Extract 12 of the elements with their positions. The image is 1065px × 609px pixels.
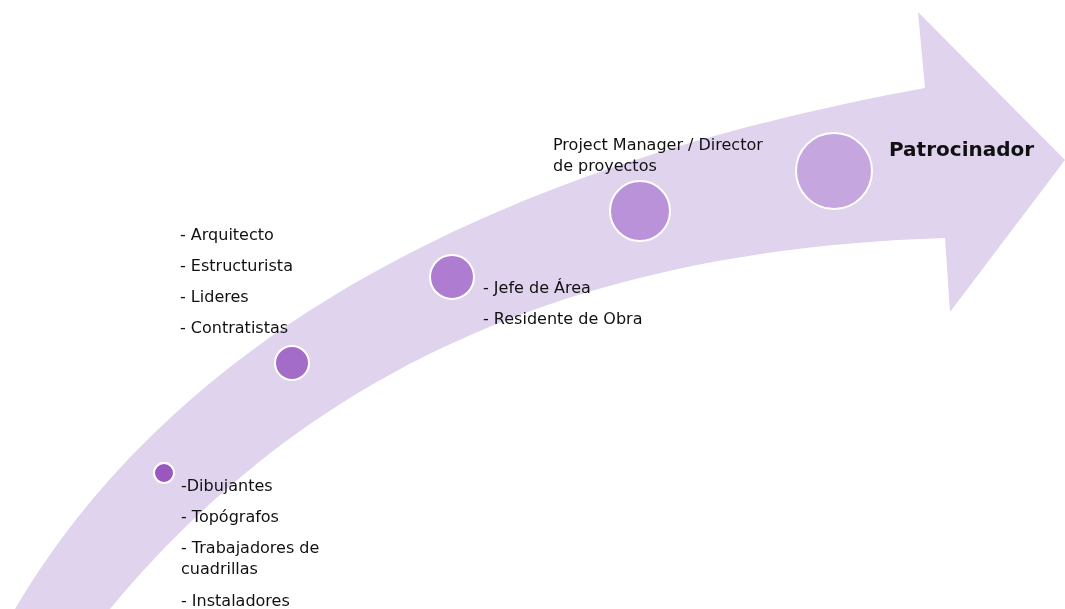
role-label: - Instaladores [181,590,290,609]
role-label: -Dibujantes [181,475,273,496]
role-label: - Topógrafos [181,506,279,527]
role-label: - Trabajadores de cuadrillas [181,537,321,579]
role-label: - Arquitecto [180,224,274,245]
role-label: Project Manager / Director de proyectos [553,134,763,176]
role-label: - Contratistas [180,317,289,338]
role-label: - Lideres [180,286,249,307]
role-label: - Estructurista [180,255,293,276]
role-label: - Residente de Obra [483,308,643,329]
role-title: Patrocinador [889,139,1035,160]
role-label: - Jefe de Área [483,277,591,298]
